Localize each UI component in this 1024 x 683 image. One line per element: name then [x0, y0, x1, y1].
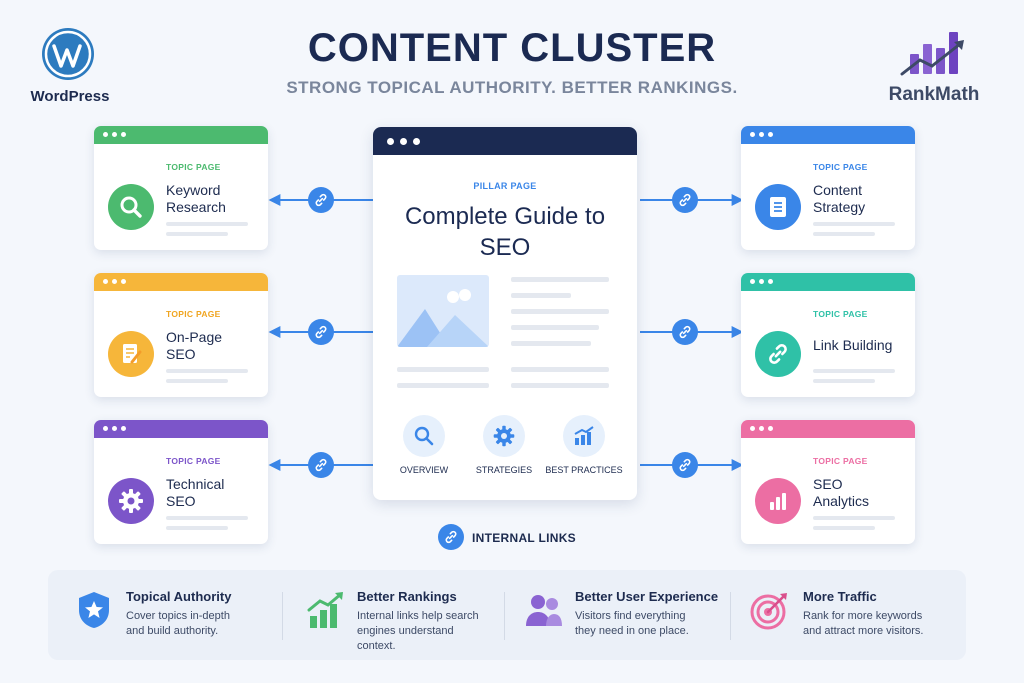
card-title-bar: [94, 126, 268, 144]
page-subtitle: STRONG TOPICAL AUTHORITY. BETTER RANKING…: [286, 78, 738, 97]
benefit-title: Better Rankings: [357, 589, 457, 604]
page-title: CONTENT CLUSTER: [307, 26, 717, 70]
gear-icon: [483, 415, 525, 457]
divider: [282, 592, 283, 640]
feature-label-best-practices: BEST PRACTICES: [545, 465, 623, 475]
link-icon: [313, 324, 329, 340]
benefit-title: Better User Experience: [575, 589, 719, 604]
gear-icon: [108, 478, 154, 524]
internal-link-node: [308, 452, 334, 478]
internal-link-node: [672, 319, 698, 345]
card-title-bar: [741, 273, 915, 291]
internal-link-node: [308, 319, 334, 345]
wordpress-label: WordPress: [30, 88, 110, 105]
pillar-kicker: PILLAR PAGE: [473, 181, 537, 191]
topic-kicker: TOPIC PAGE: [813, 309, 868, 319]
link-icon: [677, 457, 693, 473]
topic-kicker: TOPIC PAGE: [813, 162, 868, 172]
internal-link-node: [308, 187, 334, 213]
search-icon: [403, 415, 445, 457]
shield-star-icon: [79, 592, 109, 628]
link-icon: [313, 457, 329, 473]
pillar-title-bar: [373, 127, 637, 155]
growth-chart-icon: [563, 415, 605, 457]
target-icon: [750, 593, 787, 630]
topic-kicker: TOPIC PAGE: [166, 309, 221, 319]
topic-kicker: TOPIC PAGE: [166, 456, 221, 466]
document-icon: [755, 184, 801, 230]
link-icon: [677, 192, 693, 208]
image-placeholder-icon: [397, 275, 489, 347]
feature-label-overview: OVERVIEW: [399, 465, 449, 475]
link-icon: [677, 324, 693, 340]
bar-chart-icon: [755, 478, 801, 524]
internal-link-node: [672, 452, 698, 478]
topic-kicker: TOPIC PAGE: [166, 162, 221, 172]
rising-bars-icon: [307, 592, 343, 628]
card-title-bar: [741, 126, 915, 144]
users-icon: [526, 595, 562, 626]
rankmath-logo-icon: [900, 32, 964, 76]
search-icon: [108, 184, 154, 230]
benefit-title: More Traffic: [803, 589, 877, 604]
topic-card-link-building[interactable]: TOPIC PAGE Link Building: [741, 273, 915, 397]
internal-links-label: INTERNAL LINKS: [472, 531, 576, 545]
wordpress-logo-icon: [42, 28, 94, 80]
card-title-bar: [94, 273, 268, 291]
right-link-connectors: [640, 194, 744, 471]
left-link-connectors: [268, 194, 373, 471]
rankmath-label: RankMath: [888, 84, 980, 105]
divider: [730, 592, 731, 640]
card-title-bar: [94, 420, 268, 438]
document-edit-icon: [108, 331, 154, 377]
benefit-title: Topical Authority: [126, 589, 232, 604]
card-title-bar: [741, 420, 915, 438]
topic-kicker: TOPIC PAGE: [813, 456, 868, 466]
feature-label-strategies: STRATEGIES: [475, 465, 533, 475]
link-icon: [313, 192, 329, 208]
internal-links-legend-icon: [438, 524, 464, 550]
divider: [504, 592, 505, 640]
link-icon: [755, 331, 801, 377]
internal-link-node: [672, 187, 698, 213]
benefits-panel: [48, 570, 966, 660]
topic-title: Link Building: [813, 337, 893, 353]
link-icon: [443, 529, 459, 545]
